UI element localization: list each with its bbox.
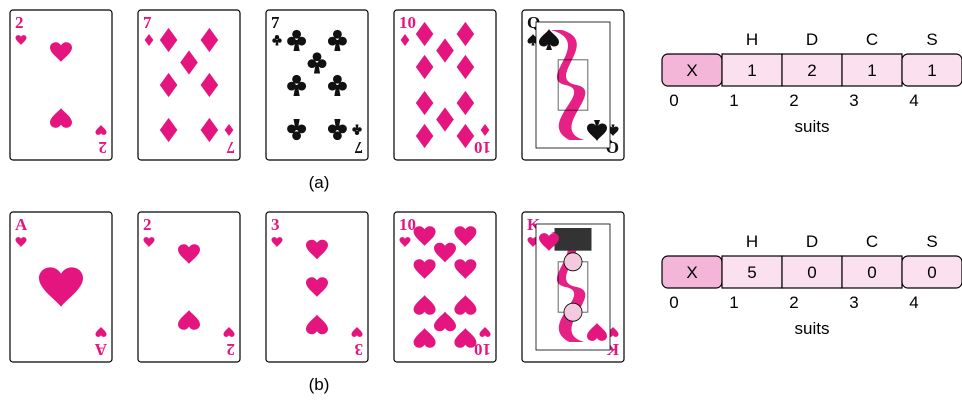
table-index: 3: [849, 293, 858, 312]
card-rank-bottom: 10: [474, 138, 491, 157]
card-rank-bottom: 2: [227, 340, 236, 359]
table-index: 1: [729, 293, 738, 312]
table-header: H: [746, 30, 758, 49]
card-border: [138, 212, 240, 362]
table-cell-value: X: [686, 263, 697, 282]
playing-card: 77: [138, 10, 240, 160]
card-rank-top: 2: [15, 13, 24, 32]
playing-card: 77: [266, 10, 368, 160]
table-index: 4: [909, 91, 918, 110]
playing-card: AA: [10, 212, 112, 362]
table-index: 4: [909, 293, 918, 312]
table-header: C: [866, 30, 878, 49]
playing-card: 10 10: [394, 10, 496, 160]
card-rank-top: 10: [399, 215, 416, 234]
card-rank-top: 3: [271, 215, 280, 234]
card-border: [394, 212, 496, 362]
table-cell-value: 1: [747, 61, 756, 80]
playing-card: 22: [138, 212, 240, 362]
table-header: S: [926, 232, 937, 251]
table-cell-value: 0: [807, 263, 816, 282]
table-header: D: [806, 30, 818, 49]
table-header: D: [806, 232, 818, 251]
table-cell-value: 2: [807, 61, 816, 80]
table-index: 2: [789, 91, 798, 110]
table-header: S: [926, 30, 937, 49]
card-border: [394, 10, 496, 160]
card-rank-bottom: 10: [474, 340, 491, 359]
table-cell-value: 1: [927, 61, 936, 80]
table-label: suits: [795, 117, 830, 136]
card-rank-bottom: A: [94, 340, 107, 359]
table-cell-value: 0: [927, 263, 936, 282]
table-index: 1: [729, 91, 738, 110]
playing-card: 10 10: [394, 212, 496, 362]
card-border: [10, 10, 112, 160]
card-rank-bottom: 2: [99, 138, 108, 157]
card-rank-top: 2: [143, 215, 152, 234]
panel-caption-a: (a): [309, 173, 330, 192]
card-rank-bottom: 7: [354, 138, 363, 157]
playing-card: QQ: [522, 10, 624, 160]
table-cell-value: X: [686, 61, 697, 80]
card-row-b: AA22331010KK: [10, 212, 624, 362]
table-index: 3: [849, 91, 858, 110]
table-label: suits: [795, 319, 830, 338]
table-header: H: [746, 232, 758, 251]
table-index: 2: [789, 293, 798, 312]
panel-b: AA22331010KK (b) HDCSX500001234suits: [10, 212, 962, 394]
card-rank-top: 7: [271, 13, 280, 32]
table-cell-value: 5: [747, 263, 756, 282]
playing-card: 33: [266, 212, 368, 362]
table-cell-value: 1: [867, 61, 876, 80]
suit-count-table-b: H D C S X 5 0 0 0 0 1 2 3 4 suits: [662, 232, 962, 338]
playing-card: KK: [522, 212, 624, 362]
card-border: [266, 10, 368, 160]
card-rank-top: 7: [143, 13, 152, 32]
table-index: 0: [669, 91, 678, 110]
playing-card: 22: [10, 10, 112, 160]
card-rank-top: A: [15, 215, 28, 234]
table-header: C: [866, 232, 878, 251]
card-border: [138, 10, 240, 160]
card-rank-top: 10: [399, 13, 416, 32]
table-cell-value: 0: [867, 263, 876, 282]
table-index: 0: [669, 293, 678, 312]
card-rank-bottom: 7: [226, 138, 235, 157]
panel-caption-b: (b): [309, 375, 330, 394]
card-rank-bottom: 3: [355, 340, 364, 359]
